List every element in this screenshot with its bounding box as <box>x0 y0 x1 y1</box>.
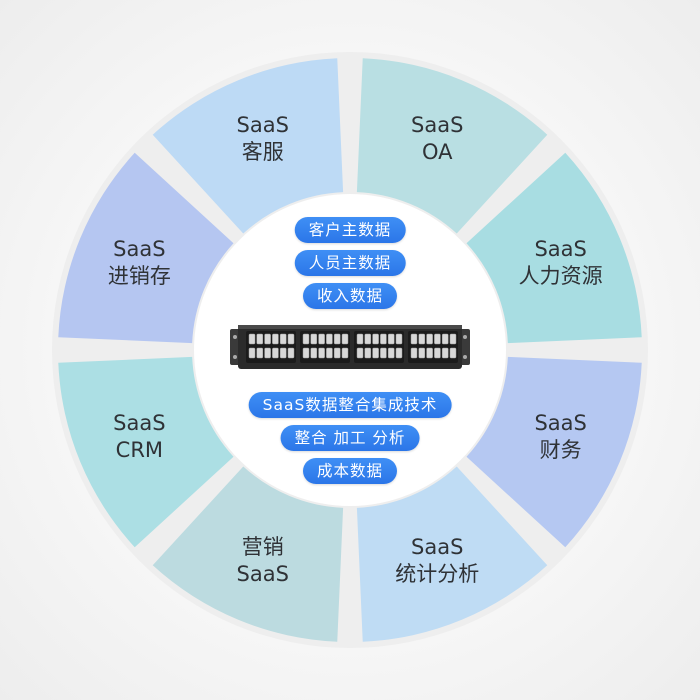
segment-label-5: 营销 SaaS <box>178 534 348 588</box>
pill-cost-data: 成本数据 <box>302 458 398 484</box>
segment-label-4-line1: SaaS <box>411 534 464 559</box>
segment-6 <box>58 356 234 548</box>
pill-revenue-data: 收入数据 <box>302 283 398 309</box>
segment-7 <box>58 152 234 344</box>
segment-label-4-line2: 统计分析 <box>395 561 480 586</box>
segment-label-2-line1: SaaS <box>534 236 587 261</box>
segment-label-1-line1: SaaS <box>411 113 464 138</box>
segment-label-4: SaaS 统计分析 <box>352 534 522 588</box>
segment-1 <box>356 58 548 234</box>
segment-2 <box>466 152 642 344</box>
segment-label-5-line2: SaaS <box>236 561 289 586</box>
segment-5 <box>152 466 344 642</box>
segment-label-3-line2: 财务 <box>539 438 582 463</box>
segment-label-1: SaaS OA <box>352 112 522 166</box>
segment-label-5-line1: 营销 <box>241 534 284 559</box>
segment-label-6-line1: SaaS <box>113 411 166 436</box>
segment-label-2: SaaS 人力资源 <box>476 236 646 290</box>
segment-4 <box>356 466 548 642</box>
segment-label-3: SaaS 财务 <box>476 410 646 464</box>
pill-integration-technology: SaaS数据整合集成技术 <box>248 392 452 418</box>
segment-label-3-line1: SaaS <box>534 411 587 436</box>
segment-label-0-line1: SaaS <box>236 113 289 138</box>
segment-0 <box>152 58 344 234</box>
segment-label-7-line2: 进销存 <box>107 263 171 288</box>
pill-personnel-master-data: 人员主数据 <box>294 250 406 276</box>
segment-label-7-line1: SaaS <box>113 236 166 261</box>
segment-label-1-line2: OA <box>421 140 453 165</box>
segment-label-0: SaaS 客服 <box>178 112 348 166</box>
segment-label-2-line2: 人力资源 <box>518 263 603 288</box>
segment-label-7: SaaS 进销存 <box>54 236 224 290</box>
pill-customer-master-data: 客户主数据 <box>294 217 406 243</box>
patch-panel-icon <box>230 325 470 369</box>
segment-3 <box>466 356 642 548</box>
segment-label-6-line2: CRM <box>115 438 164 463</box>
pill-integrate-process-analyze: 整合 加工 分析 <box>280 425 420 451</box>
segment-label-0-line2: 客服 <box>241 140 284 165</box>
segment-label-6: SaaS CRM <box>54 410 224 464</box>
